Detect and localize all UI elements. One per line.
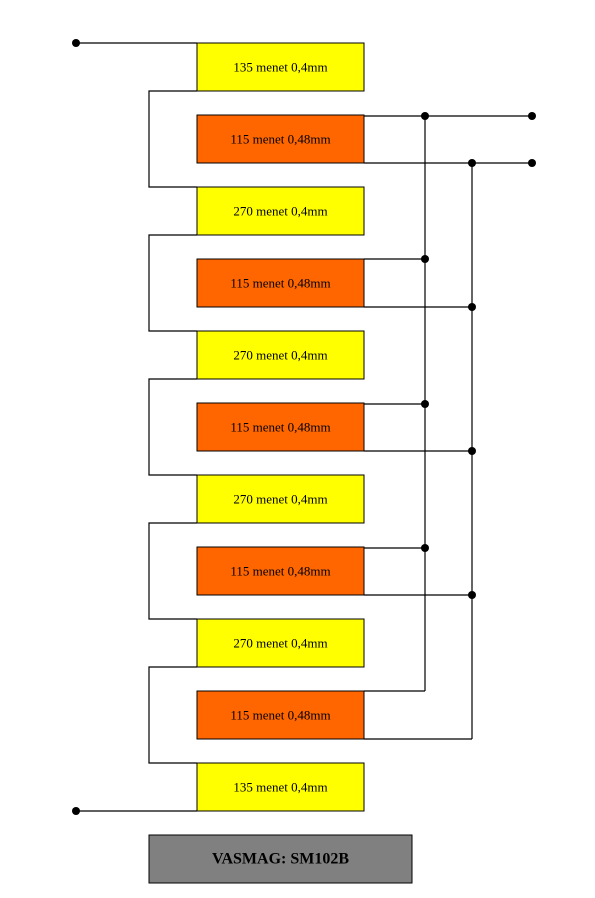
coil-secondary-4: 115 menet 0,48mm [196,258,365,308]
series-link-3 [148,378,197,476]
coil-primary-11: 135 menet 0,4mm [196,762,365,812]
terminal-primary-in [72,39,80,47]
junction-b-4 [468,591,476,599]
junction-a-2 [421,255,429,263]
series-link-4 [148,522,197,620]
coil-box [196,402,365,452]
coil-secondary-2: 115 menet 0,48mm [196,114,365,164]
coil-primary-1: 135 menet 0,4mm [196,42,365,92]
coil-label: 270 menet 0,4mm [233,636,327,651]
junction-a-4 [421,544,429,552]
coil-label: 115 menet 0,48mm [230,564,330,579]
coil-label: 115 menet 0,48mm [230,420,330,435]
terminal-secondary-a [528,112,536,120]
title-box: VASMAG: SM102B [148,834,413,884]
junction-b-1 [468,159,476,167]
coil-box [196,618,365,668]
coil-primary-5: 270 menet 0,4mm [196,330,365,380]
junction-b-3 [468,447,476,455]
coil-primary-7: 270 menet 0,4mm [196,474,365,524]
coil-secondary-10: 115 menet 0,48mm [196,690,365,740]
coil-box [196,258,365,308]
coil-label: 115 menet 0,48mm [230,276,330,291]
coil-box [196,762,365,812]
junction-a-3 [421,400,429,408]
title-background [148,834,413,884]
coil-label: 270 menet 0,4mm [233,348,327,363]
coil-label: 135 menet 0,4mm [233,780,327,795]
terminal-secondary-b [528,159,536,167]
coil-box [196,42,365,92]
coil-box [196,546,365,596]
coil-box [196,690,365,740]
coil-box [196,114,365,164]
coil-label: 115 menet 0,48mm [230,132,330,147]
junction-a-1 [421,112,429,120]
junction-b-2 [468,303,476,311]
junction-dots [72,39,536,815]
title-text: VASMAG: SM102B [212,851,349,868]
series-link-2 [148,234,197,332]
coil-box [196,186,365,236]
coil-primary-3: 270 menet 0,4mm [196,186,365,236]
coil-label: 115 menet 0,48mm [230,708,330,723]
coil-primary-9: 270 menet 0,4mm [196,618,365,668]
coil-box [196,330,365,380]
coil-box [196,474,365,524]
coil-stack: 135 menet 0,4mm 115 menet 0,48mm 270 menet… [196,42,365,812]
series-link-1 [148,90,197,188]
coil-secondary-6: 115 menet 0,48mm [196,402,365,452]
series-link-5 [148,666,197,764]
coil-label: 135 menet 0,4mm [233,60,327,75]
coil-label: 270 menet 0,4mm [233,204,327,219]
coil-label: 270 menet 0,4mm [233,492,327,507]
coil-secondary-8: 115 menet 0,48mm [196,546,365,596]
terminal-primary-out [72,807,80,815]
